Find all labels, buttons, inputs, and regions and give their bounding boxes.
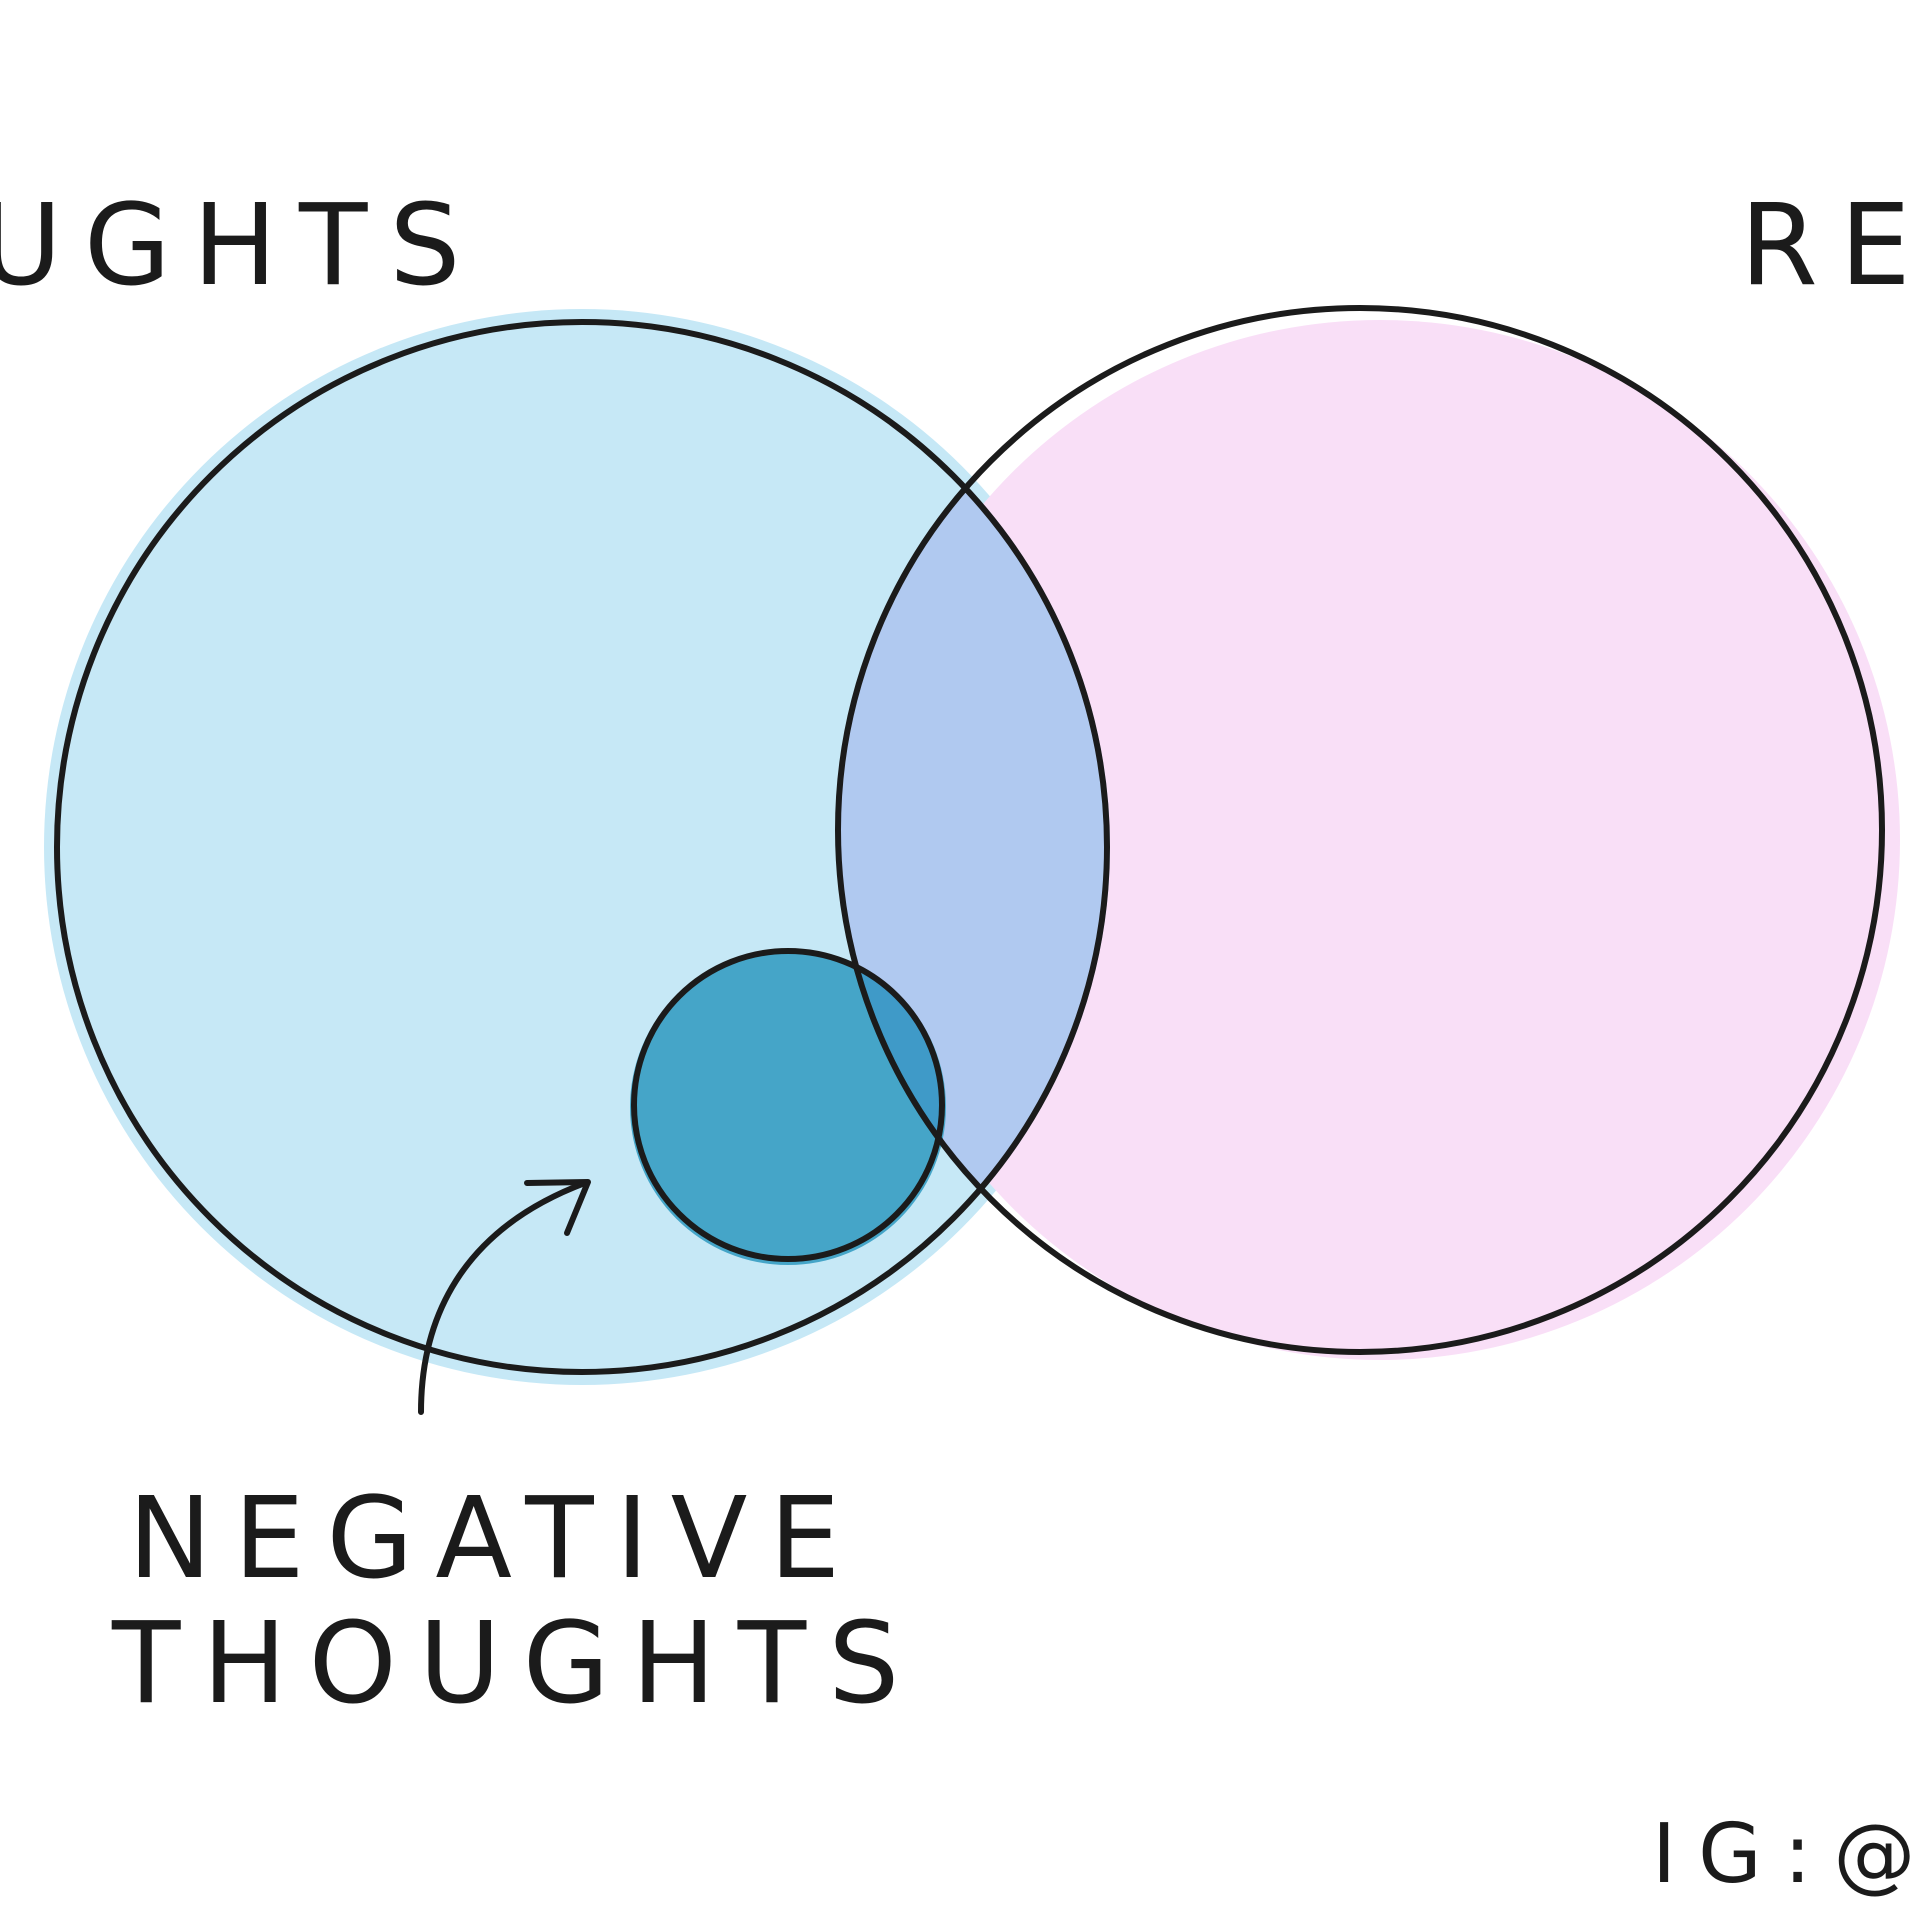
credit-handle: IG:@L: [1652, 1807, 1920, 1902]
left-set-label: UGHTS: [0, 181, 483, 311]
annotation-line-2: THOUGHTS: [111, 1599, 921, 1729]
small-circle-outline: [631, 948, 945, 1262]
arrow-head-icon: [524, 1179, 591, 1236]
right-circle-fill: [860, 320, 1900, 1360]
right-set-label: REA: [1740, 181, 1920, 311]
annotation-arrow-icon: [418, 1180, 588, 1415]
annotation-line-1: NEGATIVE: [128, 1474, 862, 1604]
right-circle-outline: [835, 305, 1885, 1355]
left-circle-outline: [54, 319, 1110, 1375]
small-circle-fill: [630, 949, 946, 1265]
